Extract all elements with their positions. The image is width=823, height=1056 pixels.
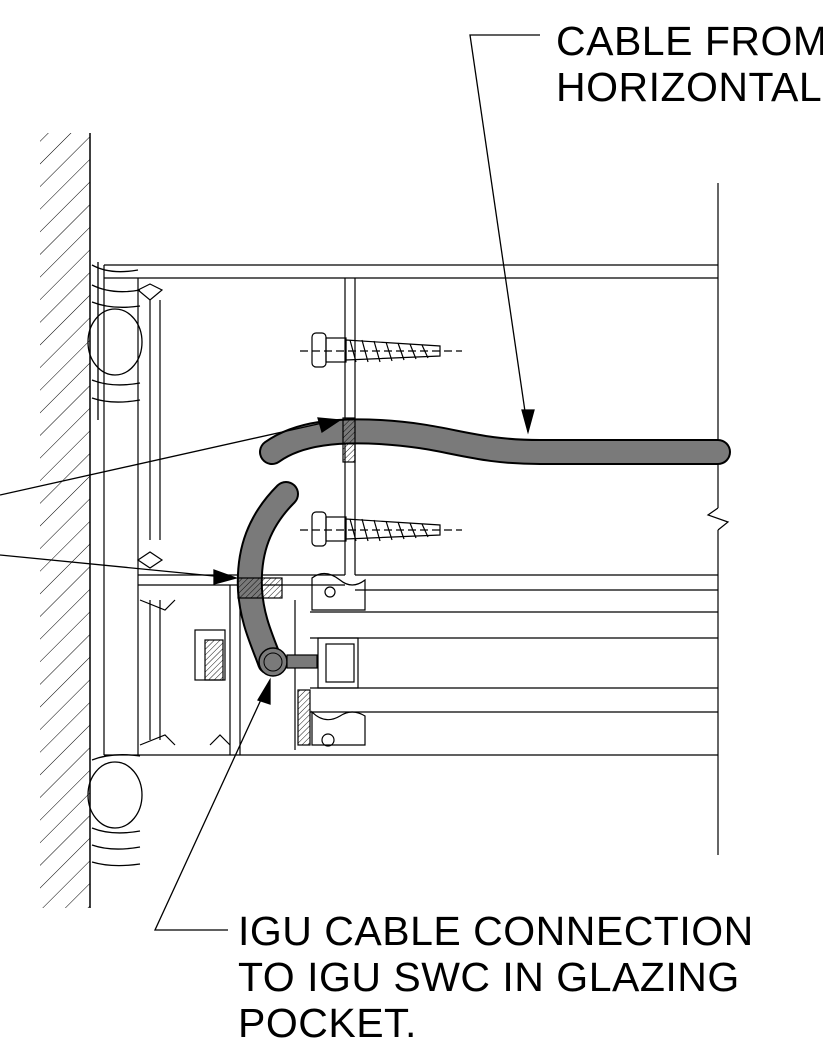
igu-connection-line3: POCKET. — [238, 1000, 417, 1046]
igu-glazing — [294, 572, 718, 750]
interior-edge — [706, 183, 730, 855]
igu-connection-label: IGU CABLE CONNECTION TO IGU SWC IN GLAZI… — [238, 908, 754, 1046]
screw-top — [300, 332, 462, 368]
screw-bottom — [300, 511, 462, 547]
igu-cable — [236, 481, 318, 677]
backer-rod-top — [87, 262, 143, 420]
igu-connection-line1: IGU CABLE CONNECTION — [238, 908, 754, 954]
cable-from-line1: CABLE FROM — [556, 18, 823, 64]
cable-from-line2: HORIZONTAL — [556, 64, 823, 110]
cable-from-label: CABLE FROM HORIZONTAL — [556, 18, 823, 110]
backer-rod-bottom — [87, 754, 143, 867]
horizontal-cable — [259, 417, 731, 465]
frame-profile — [103, 264, 718, 756]
igu-connection-line2: TO IGU SWC IN GLAZING — [238, 954, 740, 1000]
wall-section — [40, 133, 91, 908]
leader-lines — [0, 34, 540, 931]
